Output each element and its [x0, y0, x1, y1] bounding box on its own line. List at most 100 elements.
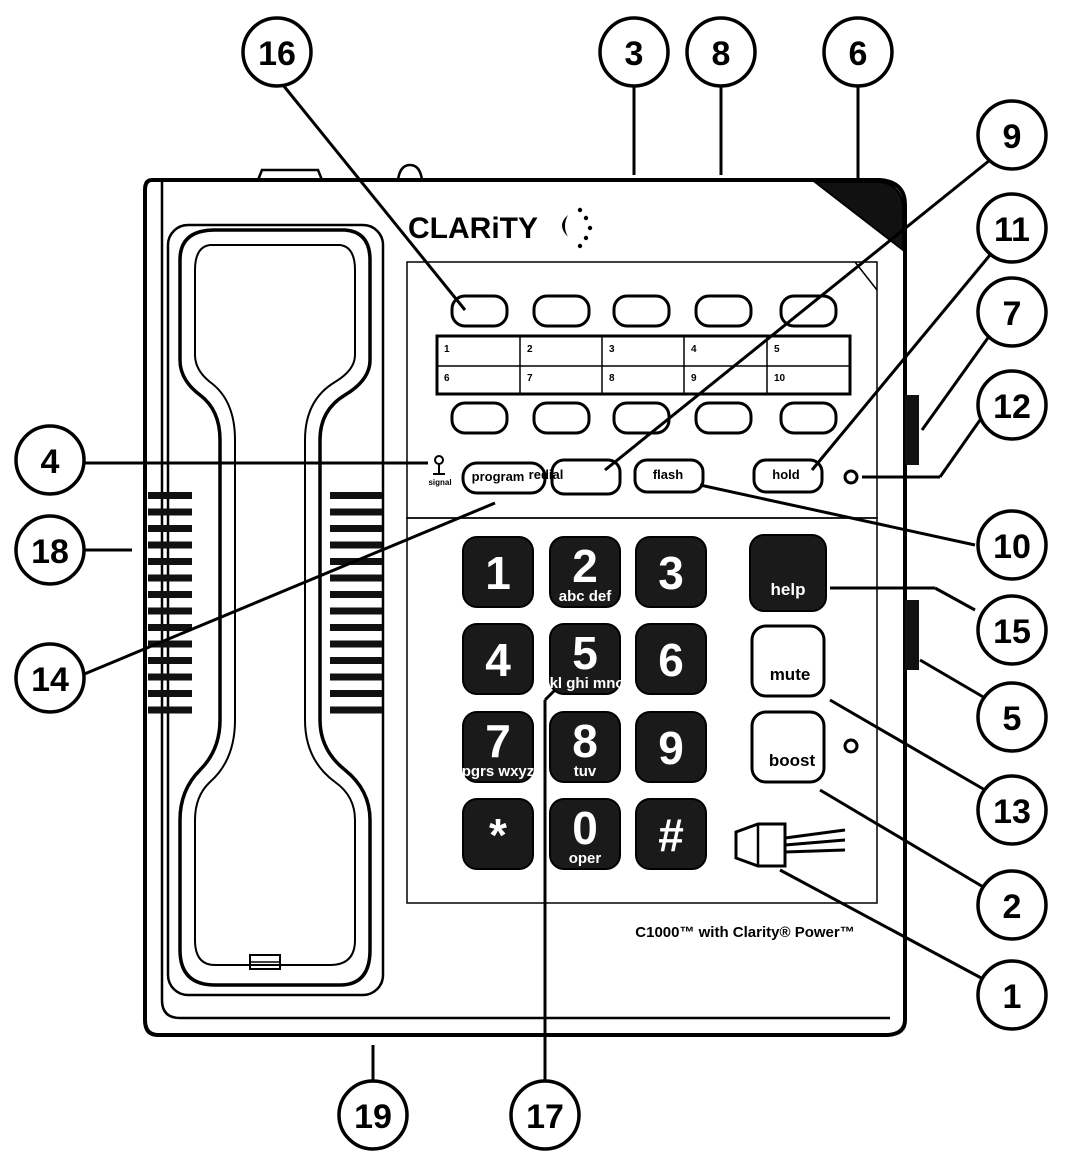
keypad-key-body[interactable] [462, 711, 534, 783]
callout-6: 6 [822, 16, 894, 88]
callout-circle [976, 369, 1048, 441]
memory-card-number: 7 [527, 373, 533, 384]
grille-slot-right [330, 706, 382, 714]
keypad-key-body[interactable] [549, 711, 621, 783]
grille-slot-right [330, 541, 382, 549]
callout-number: 11 [994, 211, 1030, 249]
callout-number: 17 [526, 1098, 564, 1136]
keypad-letters: jkl ghi mno [544, 675, 624, 692]
callout-circle [976, 681, 1048, 753]
callout-number: 1 [1003, 978, 1022, 1016]
callout-circle [976, 774, 1048, 846]
memory-button[interactable] [450, 401, 509, 435]
memory-button[interactable] [612, 294, 671, 328]
keypad-key-body[interactable] [635, 798, 707, 870]
callout-circle [685, 16, 757, 88]
mute-label: mute [770, 665, 811, 684]
keypad-key-body[interactable] [462, 798, 534, 870]
callout-circle [976, 959, 1048, 1031]
callout-circle [976, 99, 1048, 171]
callout-number: 13 [993, 793, 1031, 831]
grille-slot-right [330, 508, 382, 516]
speaker-grille [148, 492, 382, 714]
keypad-digit: 9 [658, 722, 684, 774]
keypad-key[interactable]: 9 [635, 711, 707, 783]
keypad-digit: 4 [485, 634, 511, 686]
keypad-key[interactable]: # [635, 798, 707, 870]
memory-button[interactable] [779, 401, 838, 435]
grille-slot-right [330, 591, 382, 598]
keypad-key-body[interactable] [462, 623, 534, 695]
callout-number: 16 [258, 35, 296, 73]
flash-button[interactable] [633, 458, 705, 494]
memory-button[interactable] [532, 294, 591, 328]
mute-button[interactable] [750, 624, 826, 698]
grille-slot-left [148, 492, 192, 499]
brand-text: CLARiTY [408, 212, 538, 245]
ringer-corner [812, 181, 904, 253]
memory-button[interactable] [694, 294, 753, 328]
memory-card-number: 5 [774, 344, 780, 355]
program-button[interactable] [461, 461, 547, 495]
callout-circle [976, 192, 1048, 264]
keypad-key-body[interactable] [549, 623, 621, 695]
keypad-panel [406, 517, 878, 904]
keypad-key-body[interactable] [549, 798, 621, 870]
keypad-key-body[interactable] [462, 536, 534, 608]
memory-button[interactable] [694, 401, 753, 435]
callout-circle [14, 642, 86, 714]
memory-button[interactable] [450, 294, 509, 328]
callout-15: 15 [976, 594, 1048, 666]
keypad-digit: 3 [658, 547, 684, 599]
callout-number: 2 [1003, 888, 1022, 926]
keypad-digit: 8 [572, 715, 598, 767]
grille-slot-left [148, 508, 192, 516]
grille-slot-right [330, 574, 382, 582]
grille-slot-right [330, 525, 382, 532]
flash-label: flash [653, 467, 683, 482]
keypad-key[interactable]: 4 [462, 623, 534, 695]
callout-5: 5 [976, 681, 1048, 753]
callout-circle [976, 869, 1048, 941]
callout-circle [598, 16, 670, 88]
keypad-key-body[interactable] [635, 711, 707, 783]
side-tone-button [905, 600, 919, 670]
callout-8: 8 [685, 16, 757, 88]
keypad-key[interactable]: 3 [635, 536, 707, 608]
callout-18: 18 [14, 514, 86, 586]
grille-slot-left [148, 558, 192, 565]
redial-label: redial [529, 467, 564, 482]
grille-slot-right [330, 607, 382, 615]
keypad-key-body[interactable] [635, 623, 707, 695]
keypad-key-body[interactable] [635, 536, 707, 608]
boost-button[interactable] [750, 710, 826, 784]
grille-slot-left [148, 690, 192, 697]
signal-indicator: signal [428, 455, 452, 487]
keypad-digit: 6 [658, 634, 684, 686]
callout-number: 15 [993, 613, 1031, 651]
keypad-key[interactable]: 6 [635, 623, 707, 695]
grille-slot-left [148, 706, 192, 714]
callout-13: 13 [976, 774, 1048, 846]
memory-button[interactable] [532, 401, 591, 435]
keypad-letters: oper [569, 850, 602, 867]
callout-number: 8 [712, 35, 731, 73]
help-button[interactable] [749, 534, 827, 612]
memory-button[interactable] [612, 401, 671, 435]
grille-slot-right [330, 640, 382, 648]
callout-10: 10 [976, 509, 1048, 581]
keypad-key[interactable]: 1 [462, 536, 534, 608]
hold-button[interactable] [752, 458, 824, 494]
redial-button[interactable] [550, 458, 622, 496]
callout-number: 6 [849, 35, 868, 73]
keypad-key[interactable]: * [462, 798, 534, 870]
keypad-key-body[interactable] [549, 536, 621, 608]
memory-card-number: 2 [527, 344, 533, 355]
